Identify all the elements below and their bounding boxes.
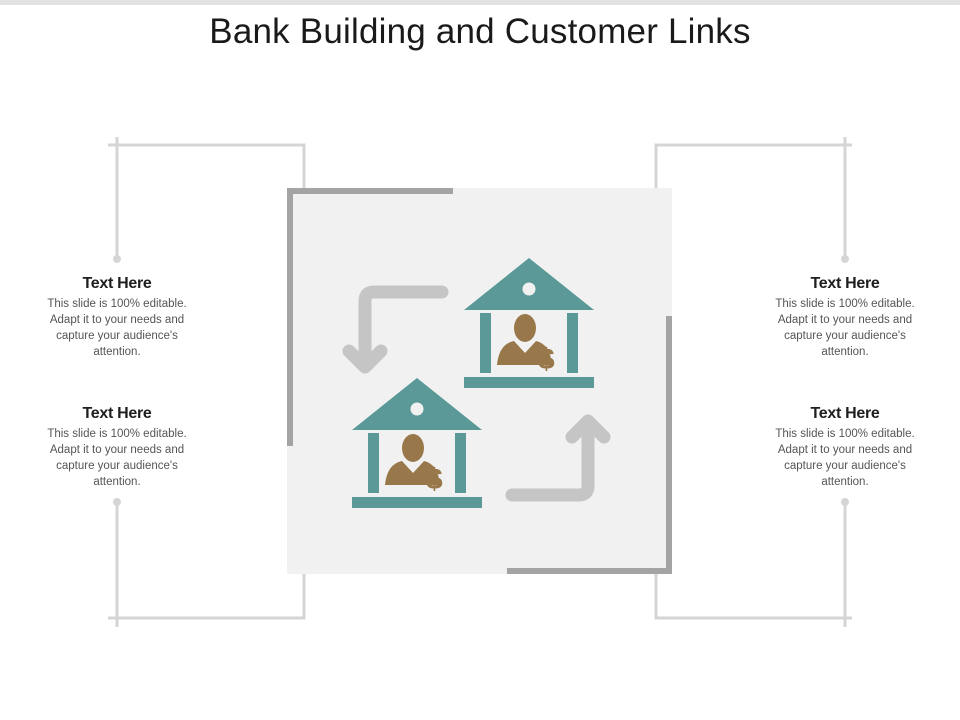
text-block-body: This slide is 100% editable. Adapt it to… bbox=[47, 298, 187, 358]
text-block-body: This slide is 100% editable. Adapt it to… bbox=[775, 298, 915, 358]
text-block-heading: Text Here bbox=[82, 275, 152, 292]
text-block-top-right: Text Here This slide is 100% editable. A… bbox=[770, 274, 920, 360]
panel-frame-bottom-right bbox=[507, 316, 672, 574]
connector-dot-top-right bbox=[841, 255, 849, 263]
text-block-heading: Text Here bbox=[810, 275, 880, 292]
connector-dot-top-left bbox=[113, 255, 121, 263]
text-block-top-left: Text Here This slide is 100% editable. A… bbox=[42, 274, 192, 360]
panel-frame-top-left bbox=[287, 188, 453, 446]
svg-text:$: $ bbox=[426, 463, 443, 496]
text-block-bottom-right: Text Here This slide is 100% editable. A… bbox=[770, 404, 920, 490]
text-block-bottom-left: Text Here This slide is 100% editable. A… bbox=[42, 404, 192, 490]
connector-dot-bottom-left bbox=[113, 498, 121, 506]
top-accent-bar bbox=[0, 0, 960, 5]
customer-dollar-icon: $ bbox=[497, 314, 555, 376]
svg-text:$: $ bbox=[538, 343, 555, 376]
text-block-heading: Text Here bbox=[82, 405, 152, 422]
text-block-body: This slide is 100% editable. Adapt it to… bbox=[775, 428, 915, 488]
text-block-body: This slide is 100% editable. Adapt it to… bbox=[47, 428, 187, 488]
bank-building-icon: $ bbox=[352, 378, 482, 508]
connector-dot-bottom-right bbox=[841, 498, 849, 506]
curved-arrow-icon bbox=[505, 414, 611, 502]
connector-top-right-bracket bbox=[654, 143, 852, 190]
curved-arrow-icon bbox=[342, 285, 449, 374]
customer-dollar-icon: $ bbox=[385, 434, 443, 496]
connector-bottom-left-bracket bbox=[108, 573, 306, 620]
text-block-heading: Text Here bbox=[810, 405, 880, 422]
bank-building-icon: $ bbox=[464, 258, 594, 388]
connector-top-left-bracket bbox=[108, 143, 306, 190]
connector-lines bbox=[108, 137, 852, 627]
connector-bottom-right-bracket bbox=[654, 573, 852, 620]
slide-title: Bank Building and Customer Links bbox=[209, 12, 751, 51]
